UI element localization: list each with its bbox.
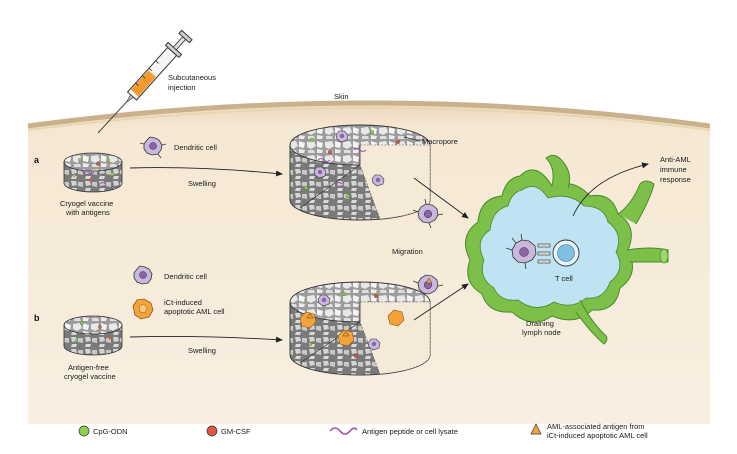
dendritic-cell-icon-b — [133, 265, 153, 285]
vaccine-a-label-line2: with antigens — [65, 208, 110, 217]
dendritic-cell-b-label: Dendritic cell — [164, 272, 207, 281]
cpg-odn-icon — [78, 425, 90, 437]
swollen-cryogel-b — [289, 281, 431, 376]
vaccine-b-label-line1: Antigen-free — [68, 363, 109, 372]
dendritic-cell-icon — [139, 136, 167, 159]
macropore-label: Macropore — [422, 137, 458, 146]
panel-a-label: a — [34, 155, 40, 165]
lymph-node-label-line1: Draining — [526, 319, 554, 328]
migrating-dendritic-cell-b — [412, 274, 444, 295]
swollen-cryogel-a — [289, 124, 431, 221]
skin-label: Skin — [334, 92, 349, 101]
cryogel-vaccine-with-antigens — [63, 152, 123, 193]
swelling-arrow-b — [129, 335, 283, 343]
migrating-dendritic-cell-a — [412, 198, 444, 229]
swelling-arrow-a — [129, 167, 283, 177]
gm-csf-icon — [206, 425, 218, 437]
apoptotic-aml-cell-icon — [132, 298, 154, 320]
migration-arrow-b — [413, 283, 469, 321]
injection-label-line1: Subcutaneous — [168, 73, 216, 82]
panel-b-label: b — [34, 313, 40, 323]
migration-arrow-a — [413, 177, 469, 219]
migration-label: Migration — [392, 247, 423, 256]
antigen-presenting-dendritic-cell — [505, 233, 537, 270]
legend: CpG-ODN GM-CSF Antigen peptide or cell l… — [78, 422, 648, 440]
legend-aml-line1: AML-associated antigen from — [547, 422, 645, 431]
vaccine-b-label-line2: cryogel vaccine — [64, 372, 116, 381]
injection-label-line2: injection — [168, 83, 196, 92]
t-cell-label: T cell — [555, 274, 573, 283]
aml-antigen-icon — [530, 423, 542, 435]
swelling-b-label: Swelling — [188, 346, 216, 355]
swelling-a-label: Swelling — [188, 179, 216, 188]
skin-surface — [27, 100, 711, 129]
legend-gmcsf-label: GM-CSF — [221, 427, 251, 436]
antigen-free-cryogel-vaccine — [63, 315, 123, 356]
response-label-line3: response — [660, 175, 691, 184]
t-cell — [552, 239, 580, 267]
response-label-line1: Anti-AML — [660, 155, 691, 164]
legend-cpg-label: CpG-ODN — [93, 427, 128, 436]
legend-aml-line2: iCt-induced apoptotic AML cell — [547, 431, 648, 440]
vaccine-a-label-line1: Cryogel vaccine — [60, 199, 113, 208]
apoptotic-label-line2: apoptotic AML cell — [164, 307, 225, 316]
lymph-node-label-line2: lymph node — [522, 328, 561, 337]
legend-antigen-label: Antigen peptide or cell lysate — [362, 427, 458, 436]
syringe-icon — [97, 29, 193, 134]
antigen-peptide-icon — [329, 427, 358, 435]
dendritic-cell-a-label: Dendritic cell — [174, 143, 217, 152]
macropore-pointer — [403, 136, 421, 142]
immune-response-arrow — [572, 162, 649, 217]
response-label-line2: immune — [660, 165, 687, 174]
apoptotic-label-line1: iCt-induced — [164, 298, 202, 307]
receptor-complex — [537, 243, 551, 264]
